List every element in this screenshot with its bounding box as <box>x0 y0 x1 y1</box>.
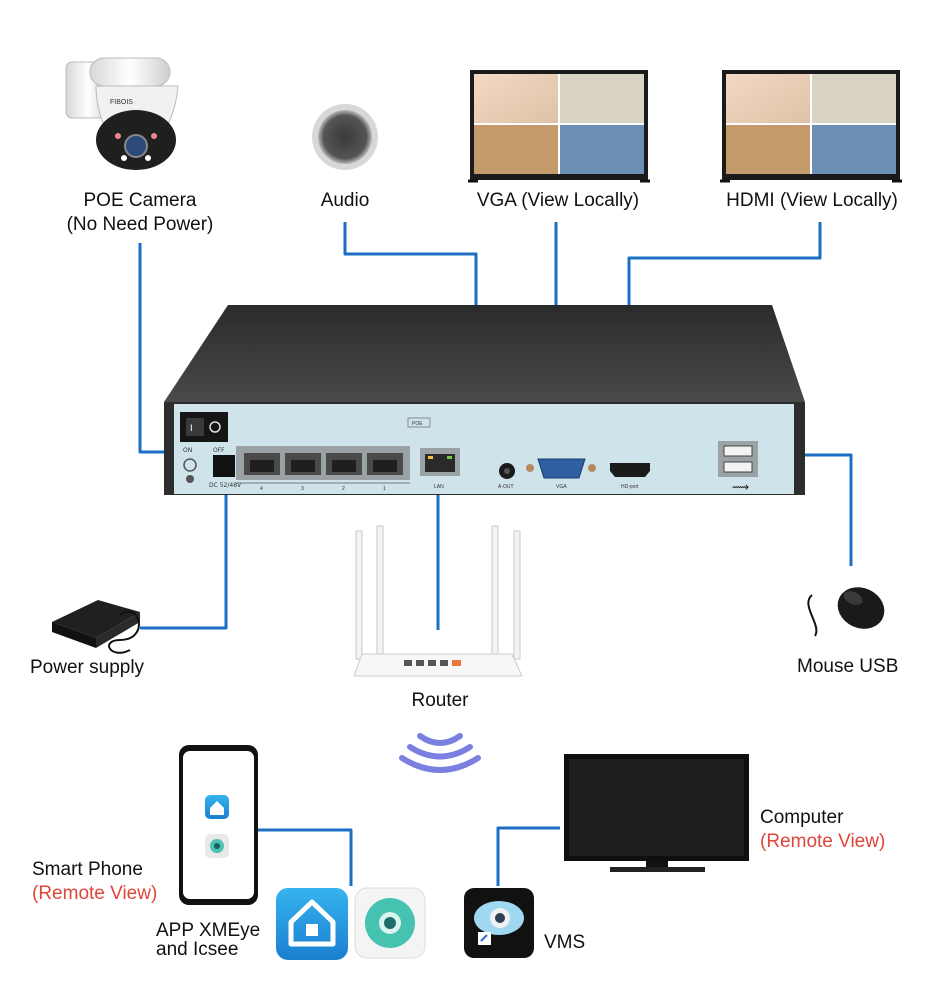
hdmi-label: HDMI (View Locally) <box>726 190 898 211</box>
audio-speaker-image <box>312 104 378 170</box>
vga-monitor-image <box>468 70 650 183</box>
smart-phone-image <box>179 745 258 905</box>
power-supply-image <box>52 600 140 654</box>
vga-text: VGA <box>556 484 567 490</box>
icsee-app-icon <box>354 887 426 959</box>
port-num-1: 1 <box>383 486 386 492</box>
camera-brand: FIBOIS <box>110 99 133 106</box>
lan-text: LAN <box>434 484 444 490</box>
poe-camera-label: POE Camera <box>83 190 197 211</box>
svg-text:⟿: ⟿ <box>732 480 749 494</box>
port-num-3: 3 <box>301 486 304 492</box>
port-num-2: 2 <box>342 486 345 492</box>
svg-text:I: I <box>190 424 193 434</box>
line-power <box>140 460 228 630</box>
hdmi-monitor-image <box>720 70 902 183</box>
vms-label: VMS <box>544 932 586 953</box>
xmeye-app-icon <box>276 888 348 960</box>
nvr-device: I ON OFF DC 52/48V 4 3 2 1 POE <box>164 305 805 495</box>
aout-text: A-OUT <box>498 484 514 490</box>
app-label: APP XMEye <box>156 920 261 941</box>
poe-camera-sublabel: (No Need Power) <box>66 214 214 235</box>
mouse-image <box>807 587 885 637</box>
computer-label: Computer <box>760 807 844 828</box>
mouse-usb-label: Mouse USB <box>797 656 899 677</box>
audio-label: Audio <box>320 190 370 211</box>
line-phone <box>258 828 353 886</box>
hd-text: HD-port <box>621 484 639 490</box>
vms-app-icon <box>464 888 534 958</box>
power-supply-label: Power supply <box>30 657 145 678</box>
computer-sublabel: (Remote View) <box>760 831 886 852</box>
router-image <box>353 525 523 677</box>
app-sublabel: and Icsee <box>156 939 239 960</box>
poe-text: POE <box>412 421 423 427</box>
poe-camera-image: FIBOIS <box>65 57 179 171</box>
router-label: Router <box>411 690 469 711</box>
dc-text: DC 52/48V <box>209 482 242 489</box>
computer-monitor-image <box>564 754 749 872</box>
switch-on-text: ON <box>183 447 192 454</box>
line-computer <box>496 826 560 886</box>
wifi-icon <box>399 733 481 773</box>
switch-off-text: OFF <box>213 447 225 454</box>
vga-label: VGA (View Locally) <box>476 190 640 211</box>
smart-phone-sublabel: (Remote View) <box>32 883 158 904</box>
port-num-4: 4 <box>260 486 263 492</box>
smart-phone-label: Smart Phone <box>32 859 143 880</box>
